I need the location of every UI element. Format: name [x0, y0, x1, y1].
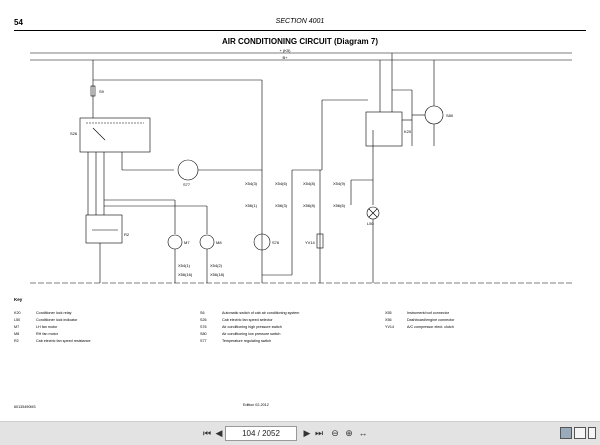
conn-x56-16: X56(16) — [178, 272, 193, 277]
single-page-icon[interactable] — [560, 427, 572, 439]
label-s26: S26 — [70, 131, 78, 136]
last-page-icon[interactable]: ⏭ — [314, 428, 324, 438]
switch-s80-symbol — [424, 105, 444, 125]
document-code: 60135490M3 — [14, 405, 36, 409]
label-s77: S77 — [183, 182, 191, 187]
label-yv14: YV14 — [305, 240, 316, 245]
label-s76: S76 — [272, 240, 280, 245]
header-rule — [14, 30, 586, 31]
conn-x56-1: X56(1) — [245, 203, 258, 208]
switch-s77-symbol — [177, 159, 199, 181]
page-number: 54 — [14, 18, 23, 27]
key-title: Key — [14, 297, 23, 302]
zoom-in-icon[interactable]: ⊕ — [345, 428, 353, 438]
zoom-out-icon[interactable]: ⊖ — [331, 428, 339, 438]
clutch-yv14 — [316, 233, 324, 249]
label-k20: K20 — [404, 129, 412, 134]
fit-width-icon[interactable]: ↔ — [358, 428, 368, 438]
resistor-r2 — [85, 214, 123, 244]
selector-s26 — [79, 117, 151, 153]
label-l50: L50 — [367, 221, 374, 226]
scroll-view-icon[interactable] — [588, 427, 596, 439]
conn-x54-6: X54(6) — [275, 181, 288, 186]
label-s9: S9 — [99, 89, 105, 94]
wiring-diagram: + (K5) B+ S9 S26 S77 R2 M7 M8 S76 YV14 L… — [30, 48, 572, 284]
label-m7: M7 — [184, 240, 190, 245]
conn-x56-6: X56(6) — [333, 203, 346, 208]
first-page-icon[interactable]: ⏮ — [202, 428, 212, 438]
relay-k20 — [365, 111, 403, 147]
motor-m8-symbol — [199, 234, 215, 250]
conn-x56-8: X56(8) — [303, 203, 316, 208]
conn-x54-2: X54(2) — [210, 263, 223, 268]
fuse-s9 — [90, 85, 96, 97]
two-page-icon[interactable] — [574, 427, 586, 439]
conn-x56-18: X56(18) — [210, 272, 225, 277]
label-m8: M8 — [216, 240, 222, 245]
conn-x54-3: X54(3) — [245, 181, 258, 186]
switch-s76-symbol — [253, 233, 271, 251]
diagram-title: AIR CONDITIONING CIRCUIT (Diagram 7) — [221, 37, 378, 46]
conn-x54-9: X54(9) — [333, 181, 346, 186]
next-page-icon[interactable]: ▶ — [303, 428, 311, 438]
label-r2: R2 — [124, 232, 130, 237]
viewer-toolbar: ⏮ ◀ 104 / 2052 ▶ ⏭ ⊖ ⊕ ↔ — [0, 421, 600, 445]
bus-bplus-label: B+ — [282, 55, 288, 60]
conn-x54-8: X54(8) — [303, 181, 316, 186]
bus-k5-label: + (K5) — [279, 48, 291, 53]
edition-label: Edition 02-2012 — [243, 403, 269, 407]
conn-x56-3: X56(3) — [275, 203, 288, 208]
prev-page-icon[interactable]: ◀ — [215, 428, 223, 438]
label-s80: S80 — [446, 113, 454, 118]
motor-m7-symbol — [167, 234, 183, 250]
document-page: 54 SECTION 4001 AIR CONDITIONING CIRCUIT… — [0, 0, 600, 421]
conn-x54-1: X54(1) — [178, 263, 191, 268]
section-title: SECTION 4001 — [275, 18, 325, 25]
page-input[interactable]: 104 / 2052 — [225, 426, 297, 441]
